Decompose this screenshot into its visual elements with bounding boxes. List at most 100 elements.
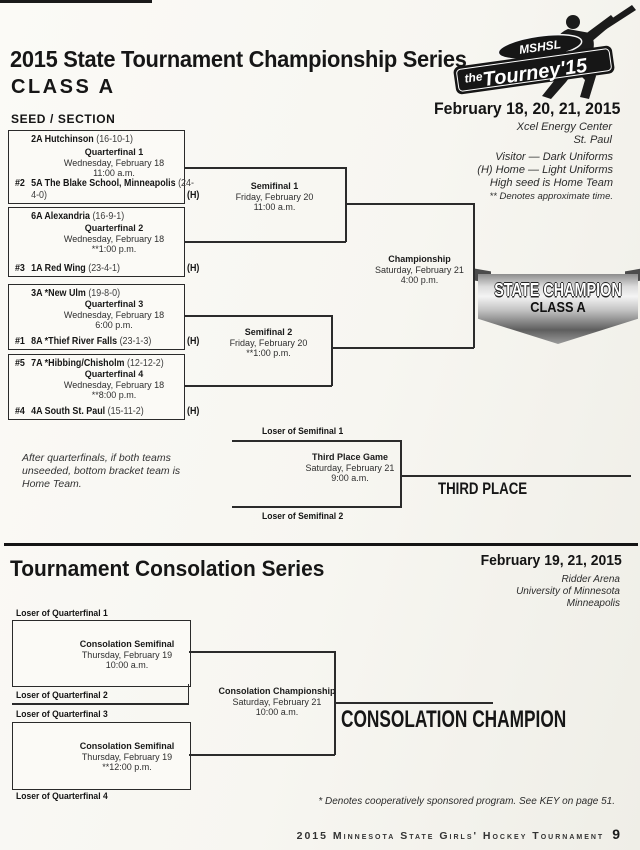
consolation-city: Minneapolis <box>566 598 620 609</box>
game-time: 4:00 p.m. <box>400 275 439 285</box>
team-name: 1A Red Wing <box>31 261 86 274</box>
bracket-connector-final <box>473 203 475 348</box>
game-date: Wednesday, February 18 <box>63 379 165 390</box>
team-name: 2A Hutchinson <box>31 133 94 145</box>
bracket-line-sf1-winner <box>346 203 474 205</box>
page-number: 9 <box>612 826 620 842</box>
third-place-bottom-line <box>232 506 402 508</box>
game-date: Thursday, February 19 <box>81 649 173 660</box>
bracket-connector-sf2 <box>331 315 333 386</box>
home-indicator: (H) <box>187 334 200 347</box>
game-name: Semifinal 2 <box>244 327 293 337</box>
scan-edge <box>0 0 152 3</box>
game-consolation-semifinal-1: Consolation Semifinal Thursday, February… <box>62 639 192 671</box>
game-date: Wednesday, February 18 <box>63 233 165 244</box>
note-line: unseeded, bottom bracket team is <box>22 465 181 477</box>
game-consolation-championship: Consolation Championship Saturday, Febru… <box>216 686 338 718</box>
team-name: 4A South St. Paul <box>31 404 106 417</box>
game-quarterfinal-2: Quarterfinal 2 Wednesday, February 18 **… <box>49 223 179 255</box>
venue-city: St. Paul <box>573 133 612 146</box>
bracket-line-qf2-winner <box>184 241 346 243</box>
approx-time-note: ** Denotes approximate time. <box>489 191 613 202</box>
uniform-note-seed: High seed is Home Team <box>489 177 613 189</box>
page-title: 2015 State Tournament Championship Serie… <box>10 46 467 72</box>
team-record: (23-1-3) <box>119 334 152 347</box>
footer-line: 2015 Minnesota State Girls' Hockey Tourn… <box>297 826 620 842</box>
team-record: (16-10-1) <box>96 133 133 145</box>
game-date: Saturday, February 21 <box>375 264 464 275</box>
consolation-sf2-winner-line <box>189 754 335 756</box>
team-row: 3A *New Ulm (19-8-0) <box>9 287 201 300</box>
team-seed: #2 <box>14 177 25 189</box>
tourney-logo: MSHSL the Tourney'15 <box>453 5 636 99</box>
game-time: **8:00 p.m. <box>91 390 137 400</box>
seed-section-label: SEED / SECTION <box>11 112 116 126</box>
home-indicator: (H) <box>187 404 200 417</box>
game-name: Quarterfinal 3 <box>84 299 144 309</box>
game-championship: Championship Saturday, February 21 4:00 … <box>362 254 477 286</box>
game-time: **12:00 p.m. <box>102 762 152 772</box>
team-record: (23-4-1) <box>88 261 120 274</box>
team-record: (12-12-2) <box>126 357 164 369</box>
consolation-university: University of Minnesota <box>516 586 620 597</box>
team-name: 6A Alexandria <box>31 210 90 222</box>
game-consolation-semifinal-2: Consolation Semifinal Thursday, February… <box>62 741 192 773</box>
home-team-note: After quarterfinals, if both teams unsee… <box>22 452 207 491</box>
team-row: #2 5A The Blake School, Minneapolis (24-4… <box>9 177 201 201</box>
team-name: 3A *New Ulm <box>31 287 86 299</box>
uniform-notes: Visitor — Dark Uniforms (H) Home — Light… <box>477 151 613 190</box>
coop-program-note: * Denotes cooperatively sponsored progra… <box>318 796 615 807</box>
state-champion-banner: STATE CHAMPION CLASS A <box>475 268 640 344</box>
note-line: After quarterfinals, if both teams <box>22 452 171 464</box>
team-record: (16-9-1) <box>92 210 125 222</box>
game-time: 11:00 a.m. <box>93 168 135 178</box>
game-date: Wednesday, February 18 <box>63 157 165 168</box>
team-record: (19-8-0) <box>88 287 121 299</box>
consolation-semifinal-1-box <box>12 620 191 687</box>
team-name: 5A The Blake School, Minneapolis <box>31 177 176 189</box>
game-name: Consolation Championship <box>218 686 336 696</box>
bracket-line-qf3-winner <box>184 315 332 317</box>
champion-banner-line2: CLASS A <box>530 299 586 316</box>
game-time: 6:00 p.m. <box>95 320 133 330</box>
loser-quarterfinal-2-line <box>12 703 189 705</box>
game-name: Consolation Semifinal <box>79 741 175 751</box>
game-date: Wednesday, February 18 <box>63 309 165 320</box>
team-row: #3 1A Red Wing (23-4-1) (H) <box>9 261 201 275</box>
team-record: (24-4-0) <box>31 177 194 201</box>
consolation-dates: February 19, 21, 2015 <box>480 552 622 569</box>
uniform-note-home: (H) Home — Light Uniforms <box>477 164 613 176</box>
third-place-winner-line <box>401 475 631 477</box>
game-name: Quarterfinal 2 <box>84 223 144 233</box>
loser-semifinal-2-label: Loser of Semifinal 2 <box>262 511 344 522</box>
consolation-venue-block: Ridder Arena University of Minnesota Min… <box>516 574 620 610</box>
team-seed: #3 <box>14 261 25 274</box>
game-date: Friday, February 20 <box>229 337 308 348</box>
team-seed: #4 <box>14 404 25 417</box>
bracket-line-qf4-winner <box>184 385 332 387</box>
home-indicator: (H) <box>187 261 200 274</box>
loser-quarterfinal-3-label: Loser of Quarterfinal 3 <box>16 709 108 720</box>
footer-title: 2015 Minnesota State Girls' Hockey Tourn… <box>296 830 605 842</box>
bracket-line-qf1-winner <box>184 167 346 169</box>
game-time: **1:00 p.m. <box>246 348 291 358</box>
consolation-semifinal-2-box <box>12 722 191 790</box>
quarterfinal-1-box: 2A Hutchinson (16-10-1) Quarterfinal 1 W… <box>8 130 199 204</box>
loser-quarterfinal-2-label: Loser of Quarterfinal 2 <box>16 690 108 701</box>
consolation-champion-line <box>335 702 493 704</box>
game-name: Quarterfinal 1 <box>84 147 144 157</box>
venue-name: Xcel Energy Center <box>516 121 612 133</box>
game-name: Semifinal 1 <box>250 181 299 191</box>
logo-league-text: MSHSL <box>518 37 562 57</box>
team-seed: #1 <box>14 334 25 347</box>
team-name: 8A *Thief River Falls <box>31 334 118 347</box>
champion-banner-line1: STATE CHAMPION <box>494 280 622 300</box>
team-record: (15-11-2) <box>107 404 144 417</box>
class-label: CLASS A <box>11 76 116 98</box>
third-place-top-line <box>232 440 402 442</box>
quarterfinal-3-box: 3A *New Ulm (19-8-0) Quarterfinal 3 Wedn… <box>8 284 199 350</box>
game-name: Consolation Semifinal <box>79 639 175 649</box>
third-place-label: THIRD PLACE <box>438 479 528 498</box>
